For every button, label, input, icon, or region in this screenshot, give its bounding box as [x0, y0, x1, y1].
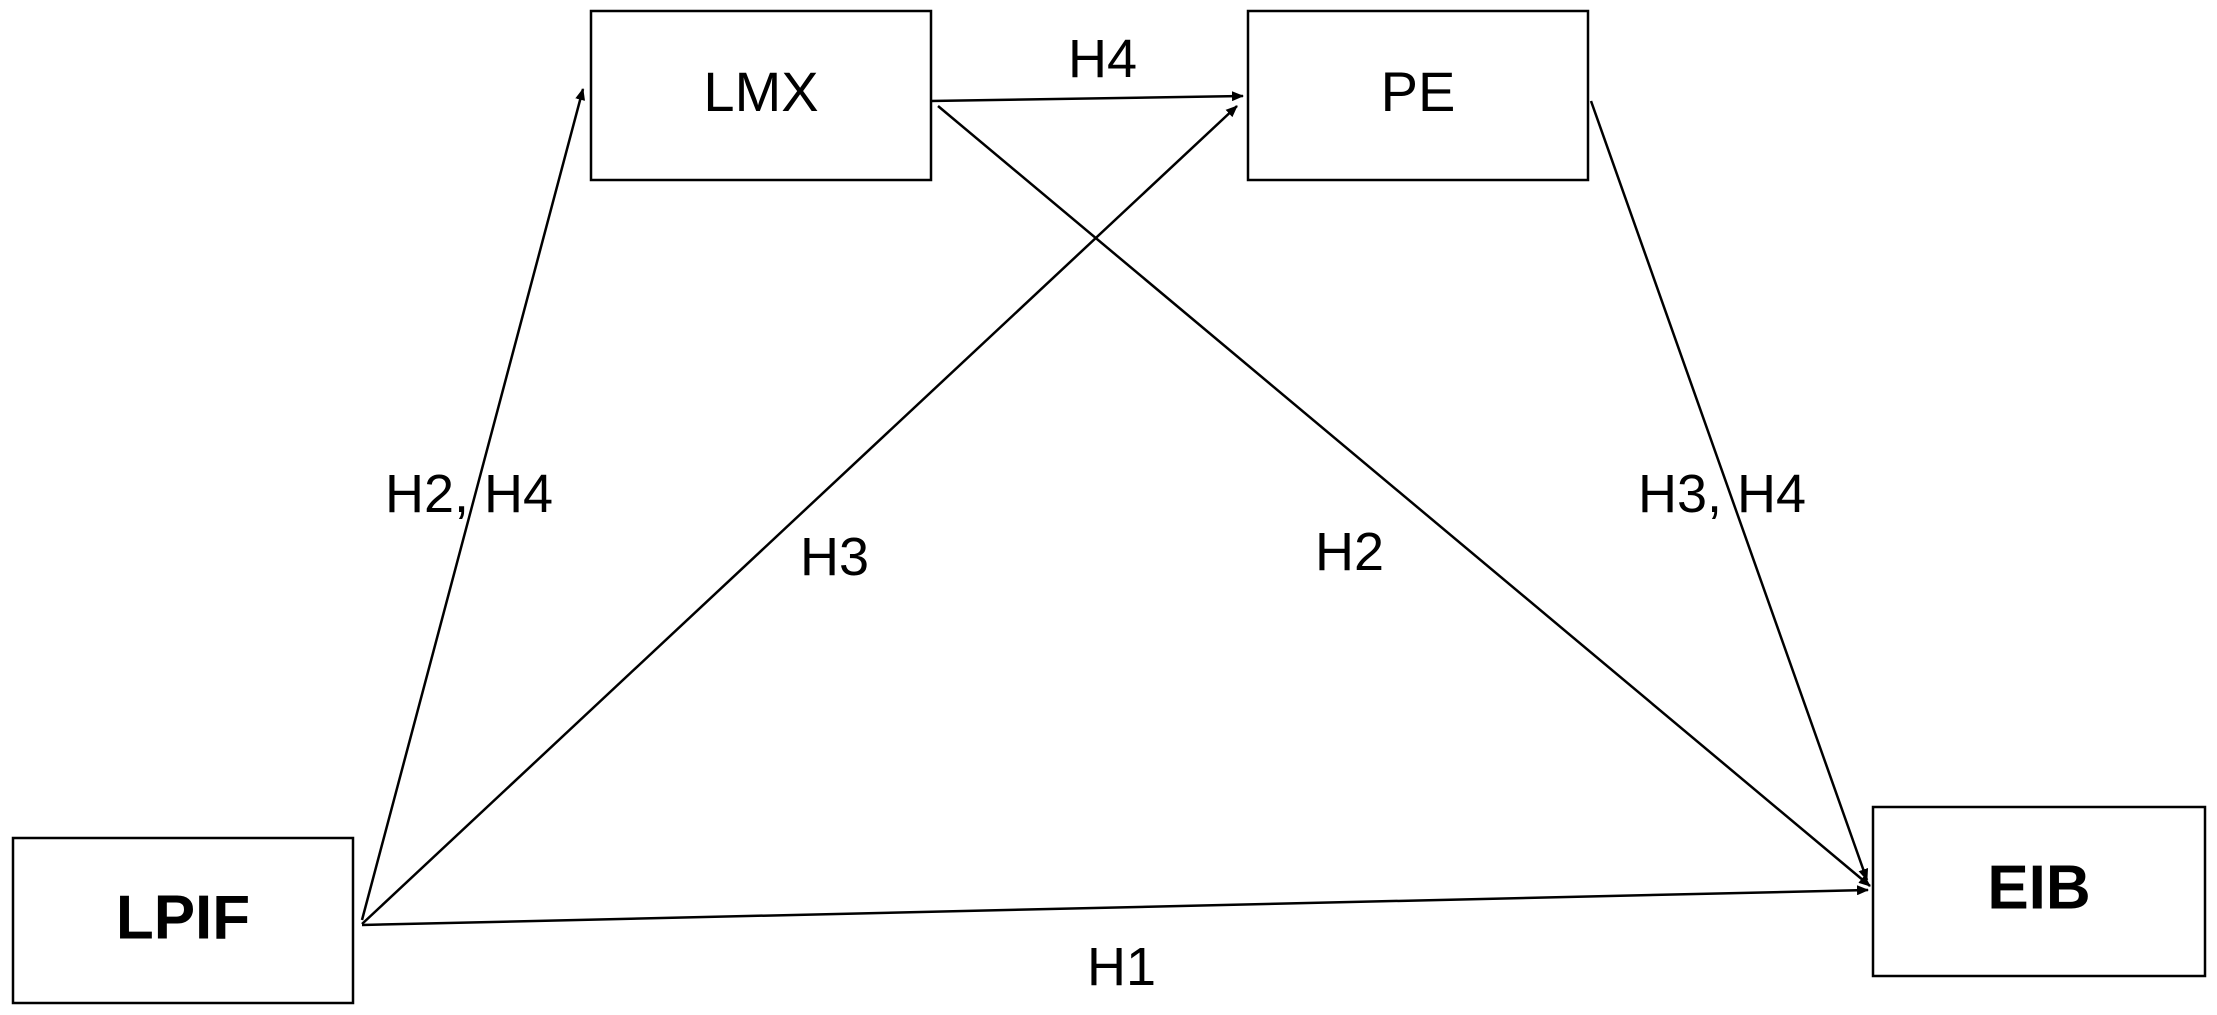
- node-lmx: LMX: [589, 9, 933, 182]
- node-lpif-box: [11, 836, 355, 1005]
- edge-label-pe-eib: H3, H4: [1638, 464, 1806, 524]
- node-lpif-label: LPIF: [116, 883, 250, 952]
- edge-label-lmx-eib: H2: [1315, 522, 1384, 582]
- edge-label-lpif-eib: H1: [1087, 937, 1156, 997]
- node-lmx-label: LMX: [703, 60, 818, 123]
- edge-lmx-eib: [937, 105, 1871, 887]
- node-lmx-box: [589, 9, 933, 182]
- node-eib: EIB: [1871, 805, 2207, 978]
- edge-lpif-pe: [361, 105, 1238, 925]
- edge-lpif-eib: [361, 885, 1869, 927]
- node-lpif: LPIF: [11, 836, 355, 1005]
- edge-labels: H2, H4 H4 H3 H2 H3, H4 H1: [385, 29, 1806, 997]
- edge-label-lpif-pe: H3: [800, 527, 869, 587]
- edge-label-lpif-lmx: H2, H4: [385, 464, 553, 524]
- edge-lmx-pe: [929, 91, 1244, 103]
- node-eib-box: [1871, 805, 2207, 978]
- edge-lpif-lmx: [360, 88, 586, 921]
- node-pe: PE: [1246, 9, 1590, 182]
- node-pe-label: PE: [1381, 60, 1456, 123]
- edge-label-lmx-pe: H4: [1068, 29, 1137, 89]
- node-eib-label: EIB: [1987, 853, 2090, 922]
- node-pe-box: [1246, 9, 1590, 182]
- edges: [360, 88, 1871, 927]
- edge-pe-eib: [1589, 100, 1869, 881]
